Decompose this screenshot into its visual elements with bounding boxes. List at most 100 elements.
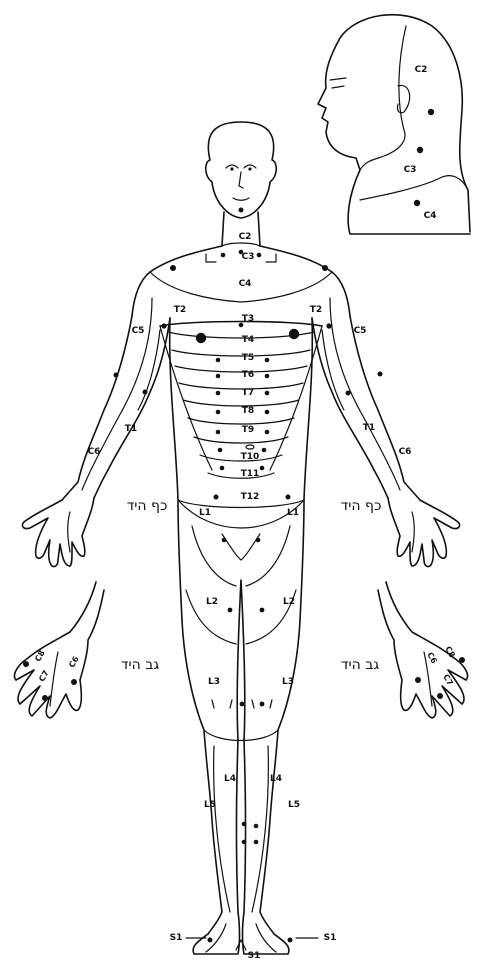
label-l3-left: L3 xyxy=(208,677,220,687)
l1-l2-boundary-right xyxy=(246,526,290,586)
dot-t2-left xyxy=(161,323,166,328)
profile-c3-boundary xyxy=(360,176,468,200)
navel xyxy=(246,445,254,449)
dot-l4-left xyxy=(242,822,247,827)
dot-c4-left xyxy=(170,265,176,271)
label-c6-right: C6 xyxy=(399,447,412,457)
profile-eye xyxy=(332,86,344,88)
left-hand-dot-mid xyxy=(42,695,48,701)
dot-t8-right xyxy=(265,410,270,415)
label-l5-right: L5 xyxy=(288,800,300,810)
rib-cage-left xyxy=(160,326,212,470)
hebrew-back-right: גב היד xyxy=(341,657,379,673)
label-t5: T5 xyxy=(242,353,254,363)
label-s1-center: S1 xyxy=(248,951,261,961)
left-palm-outline xyxy=(22,498,94,567)
dot-c4-right xyxy=(322,265,328,271)
label-c5-right: C5 xyxy=(354,326,367,336)
dot-t8-left xyxy=(216,410,221,415)
dot-l1-left xyxy=(222,538,227,543)
nose xyxy=(239,172,243,188)
profile-dot-c4 xyxy=(414,200,420,206)
l1-l2-boundary-left xyxy=(192,526,236,586)
label-t6: T6 xyxy=(242,370,254,380)
dot-l2-left xyxy=(228,608,233,613)
left-leg-outer xyxy=(182,620,222,934)
label-t12: T12 xyxy=(241,492,260,502)
profile-label-c3: C3 xyxy=(404,165,417,175)
rib-arc-t9 xyxy=(194,437,288,443)
dot-t9-left xyxy=(216,430,221,435)
right-hand-dot-c6 xyxy=(415,677,421,683)
label-t11: T11 xyxy=(241,469,260,479)
neck-dot-c3-left xyxy=(221,253,226,258)
dot-t4-left-nipple xyxy=(196,333,206,343)
dot-c5-right xyxy=(378,372,383,377)
dot-t7-right xyxy=(265,391,270,396)
dot-l2-right xyxy=(260,608,265,613)
label-l2-left: L2 xyxy=(206,597,218,607)
dot-l1-right xyxy=(256,538,261,543)
left-hand-label-c8: C8 xyxy=(33,648,47,663)
dot-c5-left xyxy=(114,373,119,378)
neck-c2-boundary xyxy=(222,243,260,246)
left-palm-crease xyxy=(68,512,70,552)
right-palm-outline xyxy=(388,498,460,567)
left-pupil xyxy=(230,167,233,170)
label-s1-left: S1 xyxy=(170,933,183,943)
hebrew-palm-right: כף היד xyxy=(341,498,382,514)
label-l4-left: L4 xyxy=(224,774,236,784)
label-c5-left: C5 xyxy=(132,326,145,336)
right-hand-label-c7: C7 xyxy=(441,673,455,687)
back-of-hand-left: C8 C7 C6 גב היד xyxy=(15,582,160,718)
dot-t1-right xyxy=(346,391,351,396)
profile-head-outline xyxy=(318,15,470,234)
label-t1-right: T1 xyxy=(363,423,375,433)
dot-t12-right xyxy=(286,495,291,500)
rib-cage-right xyxy=(270,326,322,470)
profile-label-c4: C4 xyxy=(424,211,437,221)
label-l5-left: L5 xyxy=(204,800,216,810)
label-c3-neck: C3 xyxy=(242,252,255,262)
right-arm-outer xyxy=(350,316,420,500)
head-outline xyxy=(206,122,277,218)
right-arm-t1-boundary xyxy=(322,330,344,410)
dot-t7-left xyxy=(216,391,221,396)
profile-eyebrow xyxy=(330,78,346,80)
label-l4-right: L4 xyxy=(270,774,282,784)
dot-t10-right xyxy=(262,448,267,453)
dot-t4-right-nipple xyxy=(289,329,299,339)
l1-boundary xyxy=(178,500,304,528)
hebrew-back-left: גב היד xyxy=(121,657,159,673)
profile-dot-c3 xyxy=(417,147,423,153)
label-t2-right: T2 xyxy=(310,305,322,315)
dot-t11-left xyxy=(220,466,225,471)
label-t1-left: T1 xyxy=(125,424,137,434)
dot-l3-right xyxy=(260,702,265,707)
dot-l5-right xyxy=(254,840,259,845)
dot-t1-left xyxy=(143,390,148,395)
dot-t6-right xyxy=(265,374,270,379)
dot-t2-right xyxy=(326,323,331,328)
knee-boundary xyxy=(204,730,278,741)
label-l2-right: L2 xyxy=(283,597,295,607)
dot-s1-left xyxy=(208,938,213,943)
label-l1-right: L1 xyxy=(287,508,299,518)
left-foot xyxy=(193,912,239,954)
label-c4-front: C4 xyxy=(239,279,252,289)
knee-mark-left-1 xyxy=(212,700,214,708)
dot-t9-right xyxy=(265,430,270,435)
dot-t10-left xyxy=(218,448,223,453)
label-l1-left: L1 xyxy=(199,508,211,518)
mouth xyxy=(233,198,249,200)
rib-arc-t8 xyxy=(188,418,294,424)
label-t2-left: T2 xyxy=(174,305,186,315)
s1-boundary-right xyxy=(256,924,276,952)
label-t8: T8 xyxy=(242,406,254,416)
right-hand-dot-mid xyxy=(437,693,443,699)
genital-v xyxy=(222,534,260,560)
label-s1-right: S1 xyxy=(324,933,337,943)
label-t10: T10 xyxy=(241,452,260,462)
knee-mark-left-2 xyxy=(230,700,232,708)
